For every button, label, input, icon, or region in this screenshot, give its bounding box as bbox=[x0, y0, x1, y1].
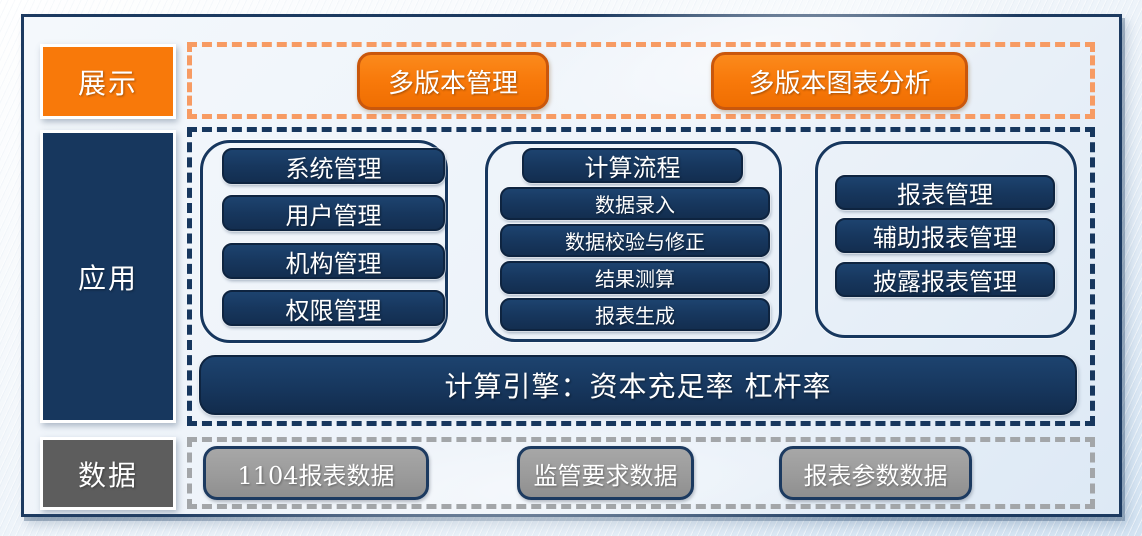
group-system-management bbox=[200, 140, 448, 343]
node-disclosure-report-management: 披露报表管理 bbox=[835, 262, 1055, 297]
node-user-management: 用户管理 bbox=[222, 195, 445, 231]
node-report-management: 报表管理 bbox=[835, 175, 1055, 210]
node-data-entry: 数据录入 bbox=[500, 187, 770, 220]
node-data-validation-correction: 数据校验与修正 bbox=[500, 224, 770, 257]
node-calculation-engine: 计算引擎：资本充足率 杠杆率 bbox=[199, 355, 1077, 415]
node-1104-report-data: 1104报表数据 bbox=[203, 446, 429, 500]
group-calculation-flow bbox=[485, 141, 782, 342]
node-auxiliary-report-management: 辅助报表管理 bbox=[835, 218, 1055, 253]
node-multi-version-chart-analysis: 多版本图表分析 bbox=[711, 52, 968, 110]
node-permission-management: 权限管理 bbox=[222, 290, 445, 326]
group-report-management bbox=[815, 141, 1077, 338]
layer-label-data: 数据 bbox=[40, 437, 176, 510]
node-organization-management: 机构管理 bbox=[222, 243, 445, 279]
layer-label-application: 应用 bbox=[40, 130, 176, 423]
node-report-parameter-data: 报表参数数据 bbox=[779, 446, 972, 500]
node-multi-version-management: 多版本管理 bbox=[357, 52, 549, 110]
node-regulatory-requirement-data: 监管要求数据 bbox=[517, 446, 694, 500]
node-report-generation: 报表生成 bbox=[500, 298, 770, 331]
node-calculation-flow-header: 计算流程 bbox=[522, 148, 743, 183]
node-system-management: 系统管理 bbox=[222, 148, 445, 184]
application-layer-container bbox=[187, 127, 1095, 426]
data-layer-container bbox=[187, 437, 1095, 509]
layer-label-display: 展示 bbox=[40, 44, 176, 119]
node-result-calculation: 结果测算 bbox=[500, 261, 770, 294]
display-layer-container bbox=[187, 42, 1095, 119]
